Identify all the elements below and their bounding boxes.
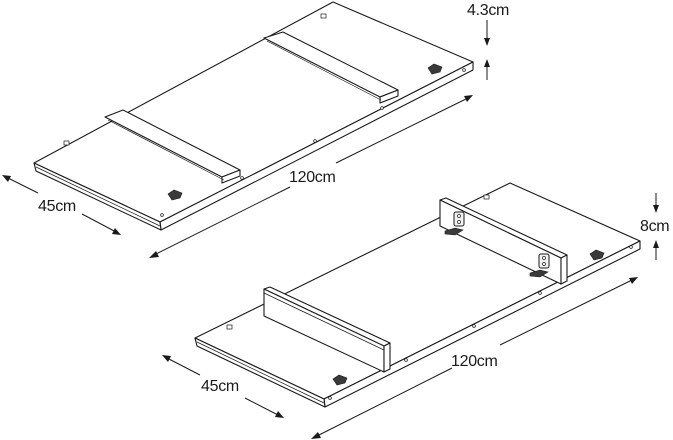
upper-depth-label: 45cm xyxy=(38,198,76,215)
upper-thickness-label: 4.3cm xyxy=(467,2,510,19)
upper-depth-dimension xyxy=(2,175,121,235)
slot-icon xyxy=(483,194,490,200)
lower-height-label: 8cm xyxy=(640,218,670,235)
l-bracket-icon xyxy=(529,253,550,278)
slot-icon xyxy=(320,13,327,19)
upper-length-label: 120cm xyxy=(289,169,336,186)
slot-icon xyxy=(226,324,233,330)
wall-bracket-icon xyxy=(332,374,348,386)
lower-shelf-top-face xyxy=(194,182,641,400)
upper-shelf-top-face xyxy=(33,1,474,223)
upper-length-dimension xyxy=(149,95,473,258)
lower-depth-label: 45cm xyxy=(201,378,239,395)
wall-bracket-icon xyxy=(427,63,443,75)
wall-bracket-icon xyxy=(167,189,183,201)
slot-icon xyxy=(63,140,70,146)
lower-depth-dimension xyxy=(162,355,284,418)
upper-thickness-dimension xyxy=(484,20,490,80)
wall-bracket-icon xyxy=(589,249,605,261)
lower-length-label: 120cm xyxy=(451,353,498,370)
upper-shelf xyxy=(33,1,474,231)
lower-shelf xyxy=(194,182,641,408)
l-bracket-icon xyxy=(444,211,465,236)
lower-length-dimension xyxy=(311,277,638,439)
lower-height-dimension xyxy=(653,193,659,260)
